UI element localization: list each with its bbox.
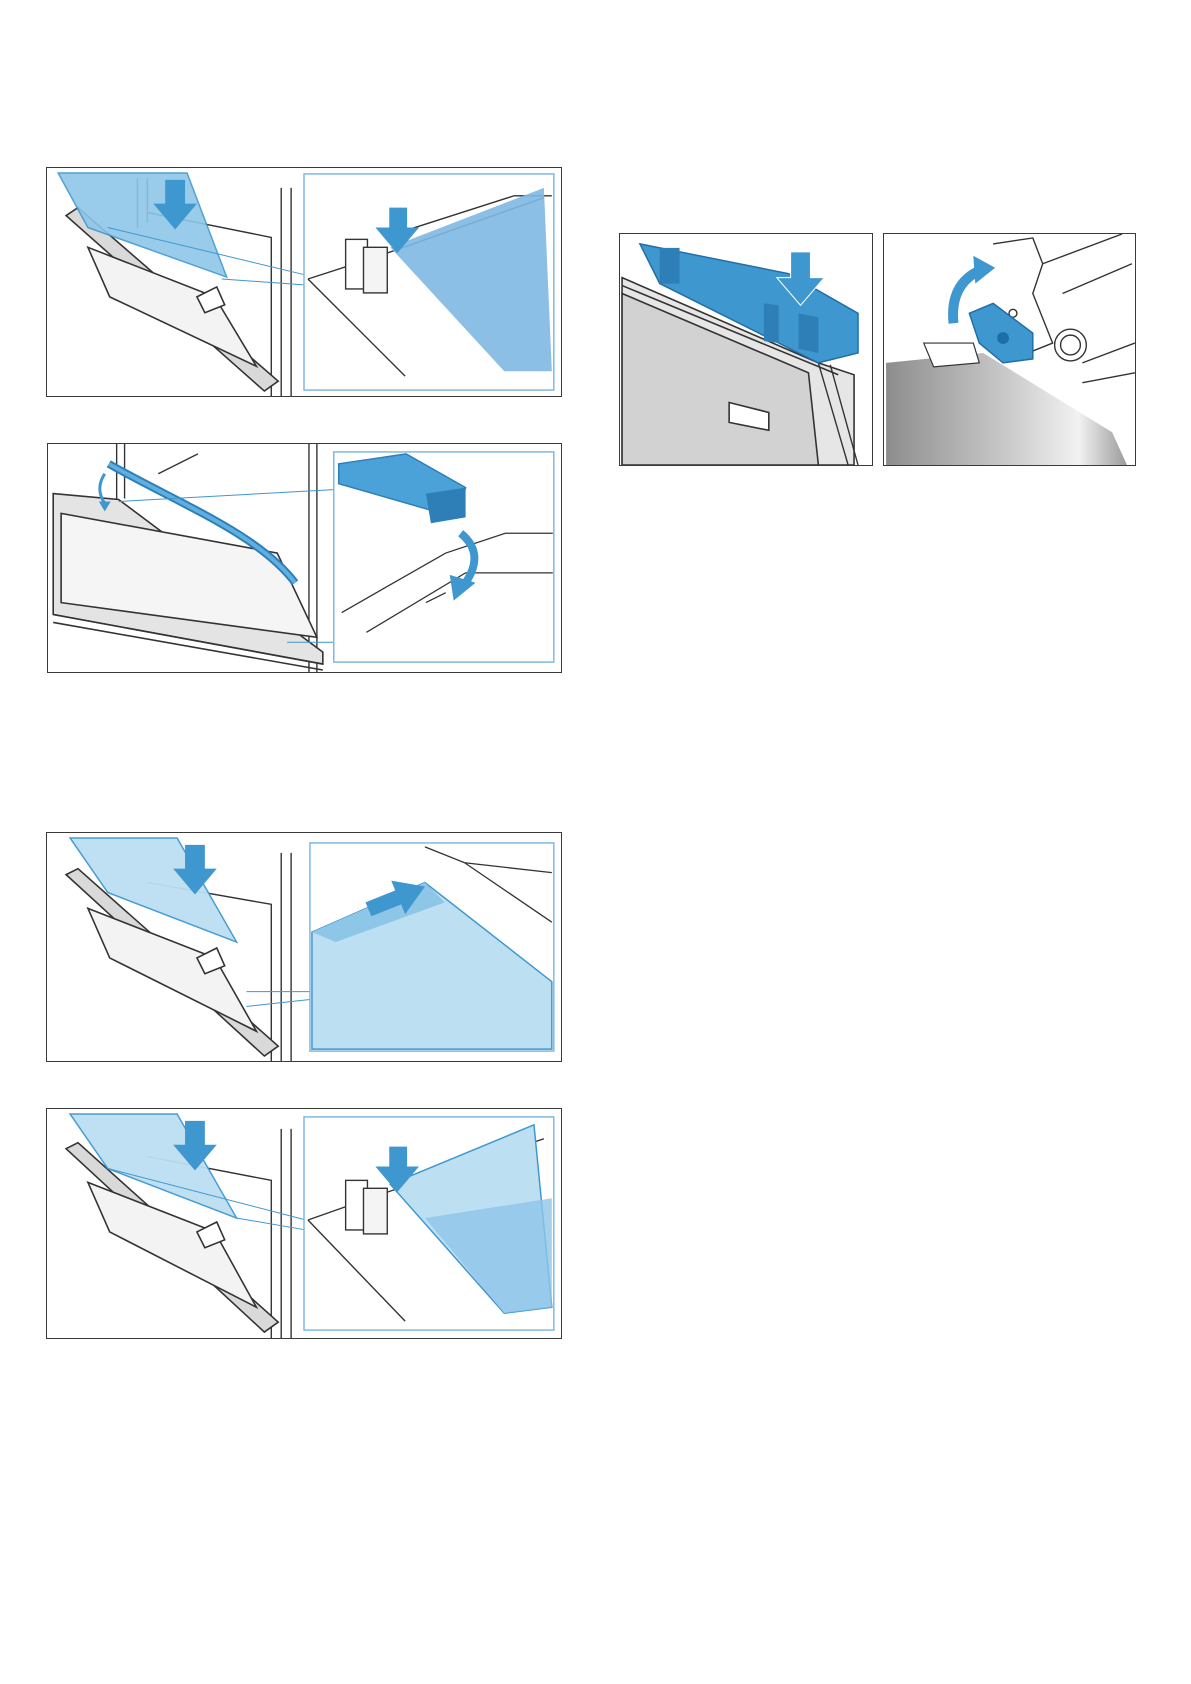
illustration-insert-inner-pane <box>46 1108 562 1339</box>
illustration-slide-intermediate-pane <box>46 832 562 1062</box>
seal-diagram <box>48 444 561 672</box>
oven-door-diagram <box>47 168 561 396</box>
illustration-attach-seal <box>47 443 562 673</box>
illustration-attach-cover-strip <box>619 233 873 466</box>
hinge-diagram <box>884 234 1135 465</box>
illustration-insert-outer-pane <box>46 167 562 397</box>
illustration-close-hinge-lever <box>883 233 1136 466</box>
inner-pane-diagram <box>47 1109 561 1338</box>
pane-slide-diagram <box>47 833 561 1061</box>
cover-strip-diagram <box>620 234 872 465</box>
